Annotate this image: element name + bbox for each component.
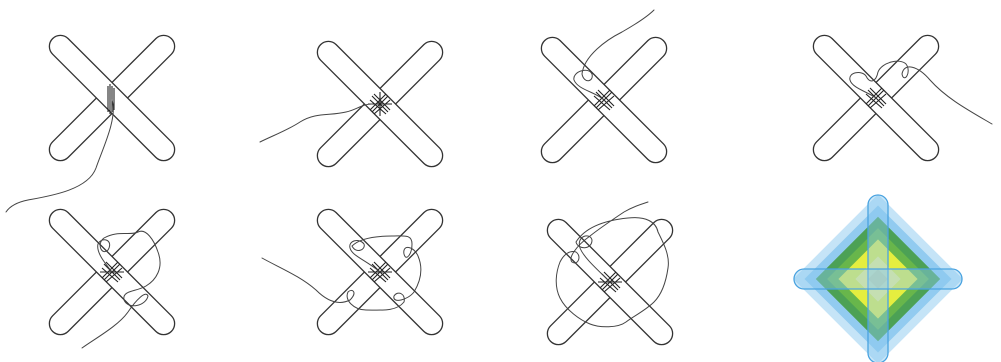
- step-4-panel: [809, 31, 992, 165]
- finished-sticks: [794, 195, 962, 362]
- step-5-panel: [45, 205, 179, 348]
- step-6-panel: [262, 205, 447, 339]
- step-2-panel: [260, 37, 447, 171]
- step-7-panel: [543, 202, 677, 349]
- step-8-panel-finished: [793, 194, 963, 362]
- step-1-panel: [6, 31, 179, 212]
- step-3-panel: [537, 10, 671, 167]
